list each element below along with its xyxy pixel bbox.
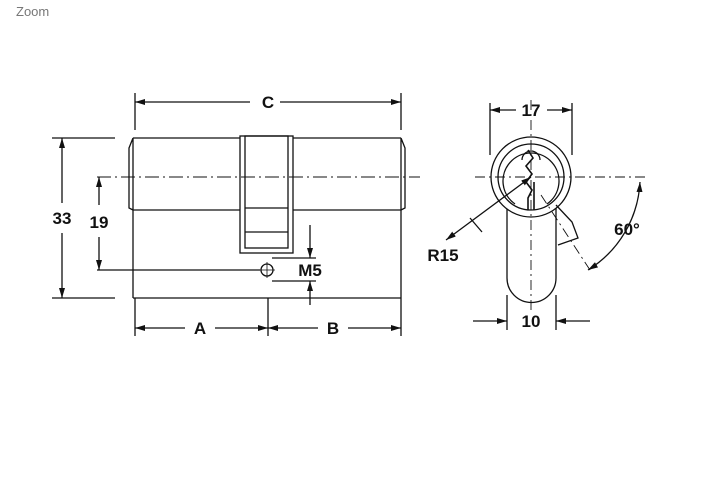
cylinder-front-view [490,136,579,304]
dim-height-label: 33 [53,209,72,228]
dim-angle-label: 60° [614,220,640,239]
dim-radius-label: R15 [427,246,458,265]
dim-screw-label: M5 [298,261,322,280]
zoom-button[interactable]: Zoom [16,4,50,19]
dim-stem-label: 10 [522,312,541,331]
dim-c-label: C [262,93,274,112]
dim-b-label: B [327,319,339,338]
dim-a-label: A [194,319,206,338]
dim-width-label: 17 [522,101,541,120]
dim-center-label: 19 [90,213,109,232]
cylinder-side-view [128,135,406,299]
